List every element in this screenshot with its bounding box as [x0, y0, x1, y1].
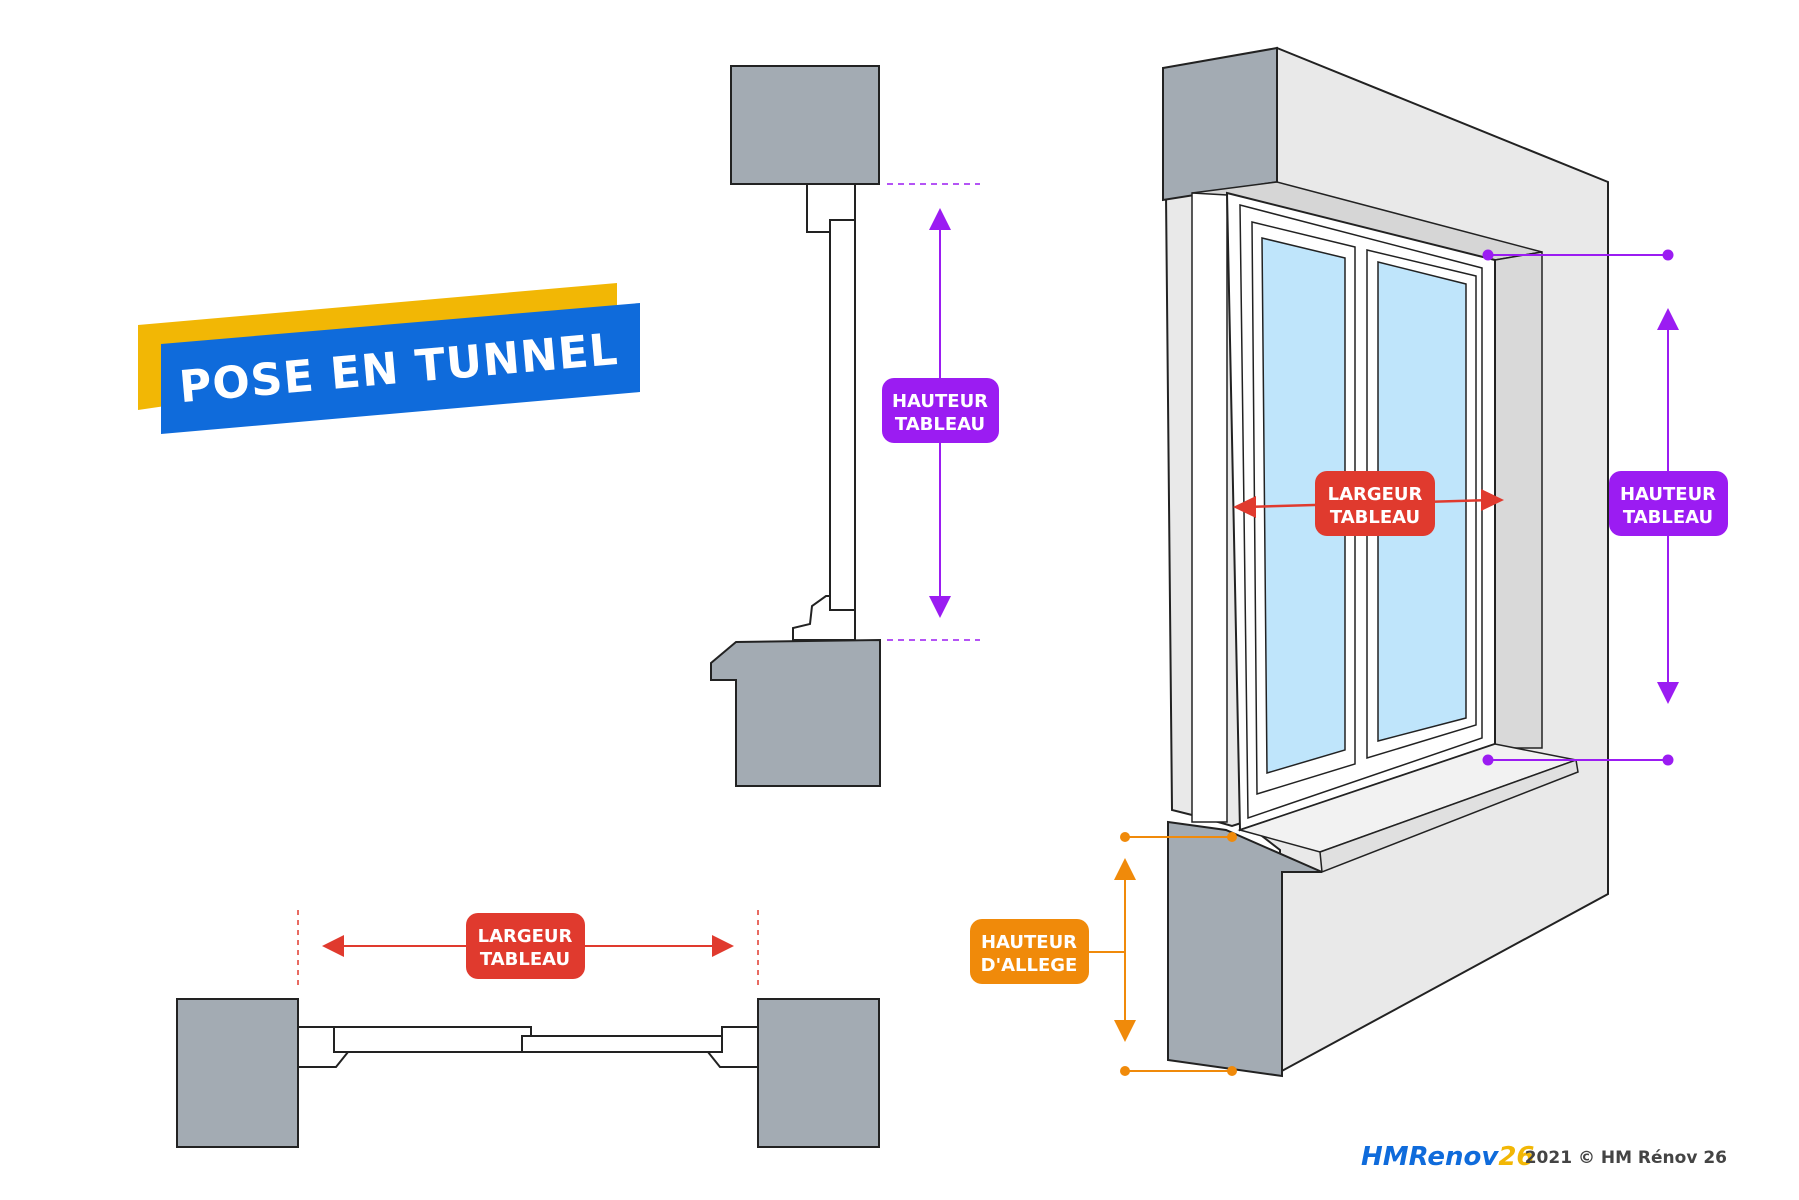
plan-width-label-1: LARGEUR: [478, 926, 573, 947]
front-height-label-2: TABLEAU: [1623, 507, 1713, 528]
sill-arrow-down-icon: [1114, 1020, 1136, 1042]
front-arrow-down-icon: [1657, 682, 1679, 704]
dot-marker-icon: [1120, 1066, 1130, 1076]
front-arrow-up-icon: [1657, 308, 1679, 330]
plan-arrow-left-icon: [322, 935, 344, 957]
lintel-3d-block: [1162, 46, 1278, 202]
dot-marker-icon: [1662, 249, 1674, 261]
brand-logo: HMRenov26: [1361, 1142, 1535, 1172]
front-height-badge: [1609, 471, 1728, 536]
plan-arrow-right-icon: [712, 935, 734, 957]
front-width-badge: [1315, 471, 1435, 536]
dot-marker-icon: [1482, 754, 1494, 766]
sill-block: [710, 638, 881, 787]
front-height-label-1: HAUTEUR: [1620, 484, 1716, 505]
side-height-label-1: HAUTEUR: [892, 391, 988, 412]
dot-marker-icon: [1227, 1066, 1237, 1076]
plan-width-badge: [466, 913, 585, 979]
logo-hm: HM: [1361, 1142, 1409, 1172]
sill-height-badge: [970, 919, 1089, 984]
lintel-block: [730, 65, 880, 185]
window-section: [829, 219, 856, 611]
window-frame-inner: [1239, 204, 1483, 820]
banner-main-stripe: [161, 303, 640, 434]
front-width-label-2: TABLEAU: [1330, 507, 1420, 528]
plan-sash-left: [333, 1026, 532, 1053]
dot-marker-icon: [1662, 754, 1674, 766]
side-arrow-down-icon: [929, 596, 951, 618]
right-wall-block: [757, 998, 880, 1148]
front-arrow-left-icon: [1233, 496, 1256, 518]
window-sill-front: [1319, 758, 1579, 874]
plan-width-label-2: TABLEAU: [480, 949, 570, 970]
lower-wall-block: [1167, 820, 1323, 1078]
front-width-label-1: LARGEUR: [1328, 484, 1423, 505]
logo-num: 26: [1498, 1142, 1534, 1172]
sill-height-label-1: HAUTEUR: [981, 932, 1077, 953]
side-section-view: HAUTEUR TABLEAU: [710, 65, 999, 787]
dot-marker-icon: [1482, 249, 1494, 261]
side-height-label-2: TABLEAU: [895, 414, 985, 435]
footer: HMRenov26 2021 © HM Rénov 26: [1361, 1142, 1727, 1172]
left-jamb: [1191, 192, 1228, 823]
copyright-text: 2021 © HM Rénov 26: [1525, 1148, 1727, 1168]
side-arrow-up-icon: [929, 208, 951, 230]
perspective-view: LARGEUR TABLEAU HAUTEUR TABLEAU HAUTEUR …: [970, 46, 1728, 1078]
dot-marker-icon: [1120, 832, 1130, 842]
plan-sash-right: [521, 1035, 723, 1053]
side-height-badge: [882, 378, 999, 443]
left-wall-block: [176, 998, 299, 1148]
dot-marker-icon: [1227, 832, 1237, 842]
front-arrow-right-icon: [1481, 489, 1504, 511]
sill-arrow-up-icon: [1114, 858, 1136, 880]
sill-height-label-2: D'ALLEGE: [981, 955, 1078, 976]
title-banner: POSE EN TUNNEL: [138, 283, 640, 434]
plan-section-view: LARGEUR TABLEAU: [176, 910, 880, 1148]
logo-renov: Renov: [1409, 1142, 1500, 1172]
